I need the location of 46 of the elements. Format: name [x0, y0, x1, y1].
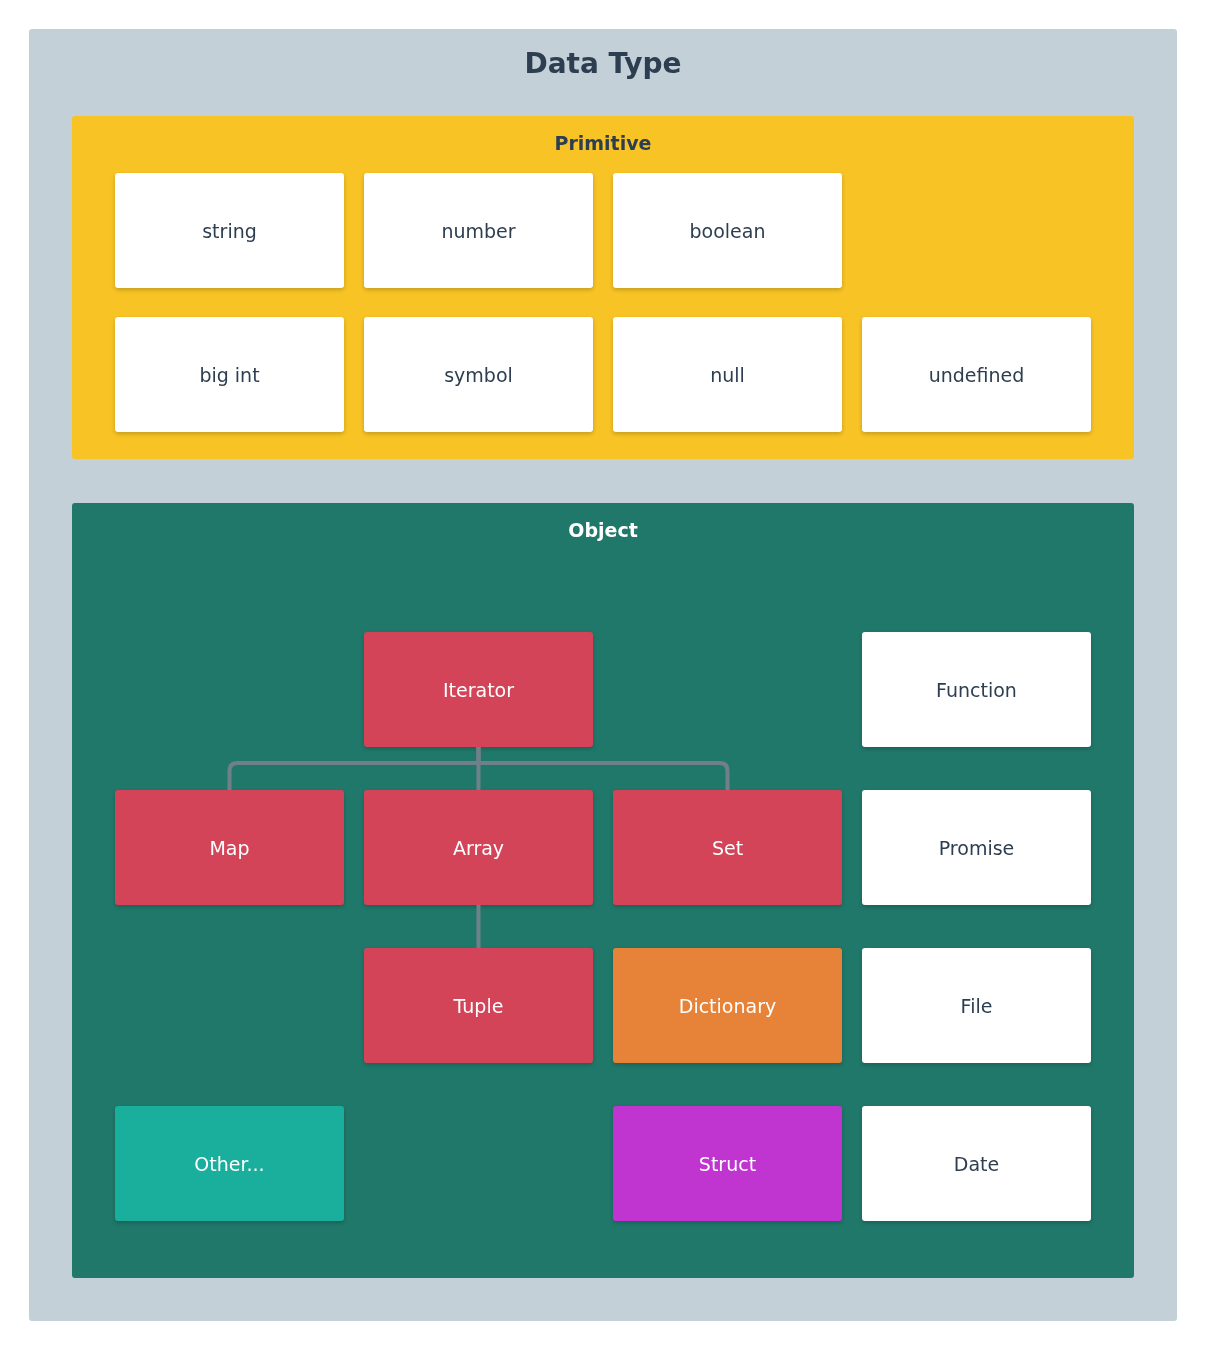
type-label: Dictionary: [678, 994, 777, 1017]
type-box: [613, 1106, 842, 1221]
type-label: null: [710, 363, 745, 386]
type-label: File: [960, 994, 993, 1017]
type-label: string: [202, 219, 257, 242]
type-box: [613, 790, 842, 905]
type-box: [613, 173, 842, 288]
connector-line: [476, 905, 481, 948]
type-box: [862, 948, 1091, 1063]
group-panel: [72, 503, 1134, 1278]
type-label: Set: [711, 836, 744, 859]
type-box: [364, 948, 593, 1063]
type-box: [115, 790, 344, 905]
group-panel: [72, 116, 1134, 459]
type-box: [364, 632, 593, 747]
group-heading: Object: [568, 519, 638, 541]
connector-line: [476, 747, 730, 790]
type-label: Promise: [938, 836, 1015, 859]
type-box: [613, 317, 842, 432]
type-label: big int: [199, 363, 260, 386]
type-label: undefined: [928, 363, 1025, 386]
group-heading: Primitive: [554, 132, 652, 154]
type-label: symbol: [444, 363, 513, 386]
type-box: [364, 317, 593, 432]
type-label: Function: [936, 678, 1017, 701]
type-label: Map: [209, 836, 250, 859]
type-box: [364, 173, 593, 288]
type-box: [613, 948, 842, 1063]
type-box: [364, 790, 593, 905]
type-box: [115, 1106, 344, 1221]
type-label: number: [441, 219, 516, 242]
group-panel: [29, 29, 1177, 1321]
type-box: [115, 173, 344, 288]
type-label: Iterator: [442, 678, 515, 701]
type-label: Date: [953, 1152, 1000, 1175]
type-label: Tuple: [453, 994, 504, 1017]
type-label: boolean: [689, 219, 766, 242]
type-label: Other...: [194, 1152, 265, 1175]
type-label: Struct: [698, 1152, 757, 1175]
type-box: [862, 317, 1091, 432]
type-box: [115, 317, 344, 432]
type-box: [862, 632, 1091, 747]
type-label: Array: [452, 836, 505, 859]
group-heading: Data Type: [524, 47, 682, 80]
type-box: [862, 1106, 1091, 1221]
type-box: [862, 790, 1091, 905]
